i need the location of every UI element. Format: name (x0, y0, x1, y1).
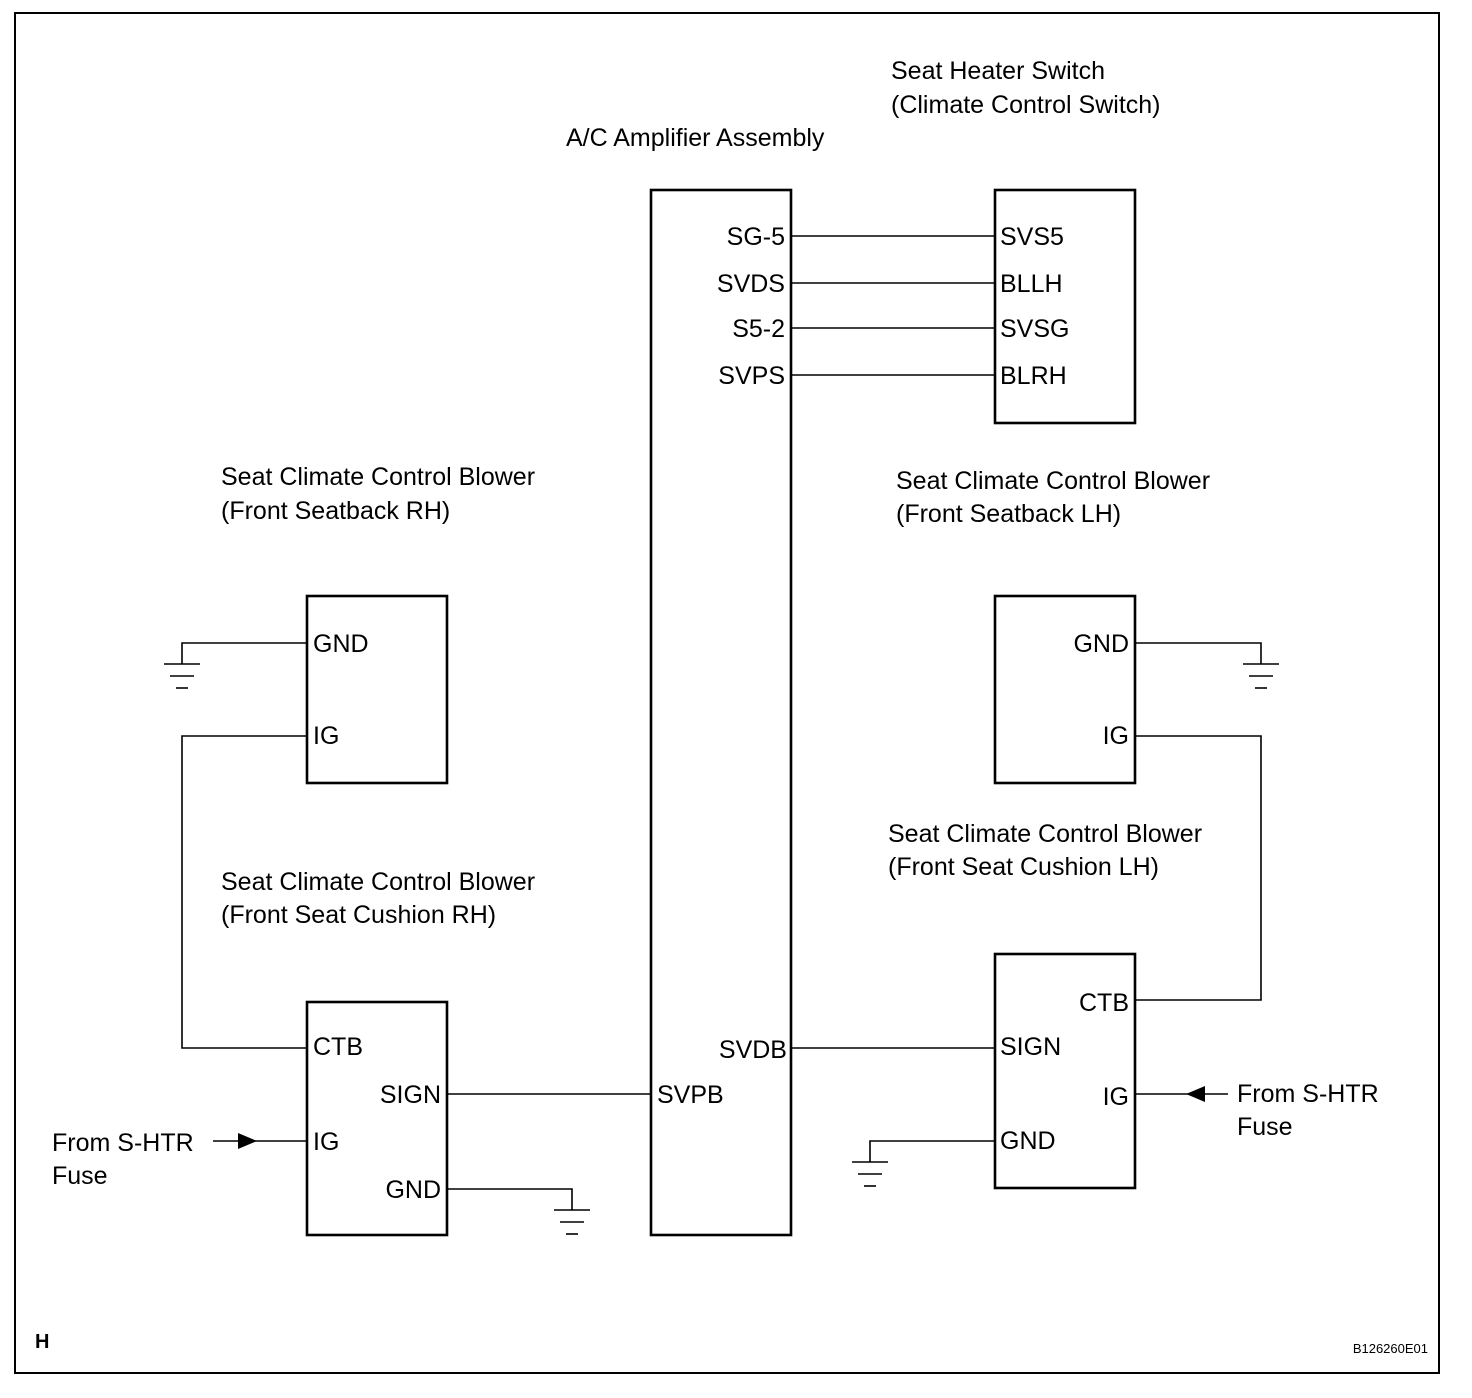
pin-amp-svps: SVPS (718, 362, 785, 390)
amplifier-box (649, 188, 793, 1237)
wire-seatback-lh-gnd (1135, 642, 1262, 664)
pin-sclh-ctb: CTB (1079, 989, 1129, 1017)
wire-ig-ctb-lh (1135, 735, 1262, 1001)
left-fuse-label-line1: From S-HTR (52, 1129, 194, 1157)
pin-sw-svsg: SVSG (1000, 315, 1069, 343)
pin-amp-svds: SVDS (717, 270, 785, 298)
pin-sw-blrh: BLRH (1000, 362, 1067, 390)
right-fuse-label-line2: Fuse (1237, 1113, 1293, 1141)
blower-cushion-lh-title-line2: (Front Seat Cushion LH) (888, 853, 1159, 881)
blower-cushion-rh-box (305, 1000, 449, 1237)
pin-amp-svdb: SVDB (719, 1036, 787, 1064)
blower-seatback-rh-box (305, 594, 449, 785)
arrow-left-fuse-feed (238, 1133, 257, 1149)
blower-cushion-rh-title-line2: (Front Seat Cushion RH) (221, 901, 496, 929)
blower-cushion-rh-title-line1: Seat Climate Control Blower (221, 868, 535, 896)
ground-symbol-cushion-lh (852, 1161, 888, 1187)
wire-cushion-lh-gnd (869, 1140, 995, 1162)
right-fuse-label-line1: From S-HTR (1237, 1080, 1379, 1108)
wire-ig-ctb-rh (181, 735, 307, 1049)
pin-scrh-ctb: CTB (313, 1033, 363, 1061)
pin-sclh-ig: IG (1103, 1083, 1129, 1111)
pin-sblh-gnd: GND (1073, 630, 1129, 658)
corner-letter: H (35, 1331, 49, 1353)
pin-sbrh-gnd: GND (313, 630, 369, 658)
blower-cushion-lh-box (993, 952, 1137, 1190)
blower-cushion-lh-title-line1: Seat Climate Control Blower (888, 820, 1202, 848)
pin-sbrh-ig: IG (313, 722, 339, 750)
ground-symbol-cushion-rh (554, 1209, 590, 1235)
ground-symbol-seatback-rh (164, 663, 200, 689)
pin-sw-svs5: SVS5 (1000, 223, 1064, 251)
ground-symbol-seatback-lh (1243, 663, 1279, 689)
switch-box (993, 188, 1137, 425)
pin-sblh-ig: IG (1103, 722, 1129, 750)
pin-sclh-sign: SIGN (1000, 1033, 1061, 1061)
wire-seatback-rh-gnd (181, 642, 307, 664)
pin-sw-bllh: BLLH (1000, 270, 1063, 298)
switch-title-line2: (Climate Control Switch) (891, 91, 1161, 119)
pin-amp-sg5: SG-5 (727, 223, 785, 251)
arrow-right-fuse-feed (1186, 1086, 1205, 1102)
blower-seatback-rh-title-line2: (Front Seatback RH) (221, 497, 450, 525)
blower-seatback-lh-title-line1: Seat Climate Control Blower (896, 467, 1210, 495)
blower-seatback-lh-title-line2: (Front Seatback LH) (896, 500, 1121, 528)
pin-scrh-ig: IG (313, 1128, 339, 1156)
pin-scrh-gnd: GND (385, 1176, 441, 1204)
figure-code: B126260E01 (1353, 1341, 1428, 1356)
blower-seatback-rh-title-line1: Seat Climate Control Blower (221, 463, 535, 491)
amplifier-title: A/C Amplifier Assembly (566, 124, 825, 152)
wire-cushion-rh-gnd (447, 1188, 573, 1210)
diagram-frame (14, 12, 1440, 1374)
left-fuse-label-line2: Fuse (52, 1162, 108, 1190)
pin-amp-s52: S5-2 (732, 315, 785, 343)
pin-sclh-gnd: GND (1000, 1127, 1056, 1155)
pin-scrh-sign: SIGN (380, 1081, 441, 1109)
switch-title-line1: Seat Heater Switch (891, 57, 1105, 85)
blower-seatback-lh-box (993, 594, 1137, 785)
pin-amp-svpb: SVPB (657, 1081, 724, 1109)
